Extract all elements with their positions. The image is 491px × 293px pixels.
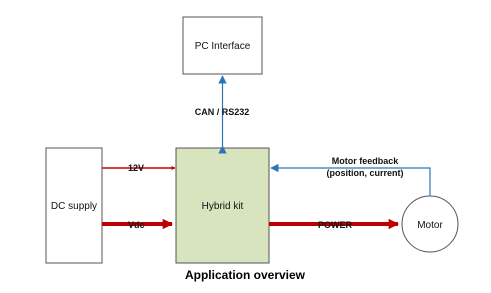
motor-label: Motor bbox=[417, 220, 443, 231]
dc-supply-block: DC supply bbox=[45, 147, 103, 264]
pc-interface-label: PC Interface bbox=[195, 41, 251, 52]
can-rs232-link: CAN / RS232 bbox=[195, 75, 250, 154]
motor-feedback-sublabel: (position, current) bbox=[327, 168, 404, 178]
vdc-label: Vdc bbox=[128, 220, 145, 230]
vdc-arrow: Vdc bbox=[102, 218, 174, 230]
12v-label: 12V bbox=[128, 163, 144, 173]
motor-feedback-arrow: Motor feedback (position, current) bbox=[270, 156, 431, 196]
pc-interface-block: PC Interface bbox=[182, 16, 263, 75]
12v-arrow: 12V bbox=[102, 163, 176, 173]
dc-supply-label: DC supply bbox=[51, 201, 97, 212]
power-arrow: POWER bbox=[269, 218, 400, 230]
can-rs232-label: CAN / RS232 bbox=[195, 107, 250, 117]
hybrid-kit-block: Hybrid kit bbox=[175, 147, 270, 264]
motor-feedback-label: Motor feedback bbox=[332, 156, 400, 166]
power-label: POWER bbox=[318, 220, 353, 230]
diagram-caption: Application overview bbox=[185, 268, 306, 282]
motor-block: Motor bbox=[401, 195, 459, 253]
hybrid-kit-label: Hybrid kit bbox=[202, 201, 244, 212]
